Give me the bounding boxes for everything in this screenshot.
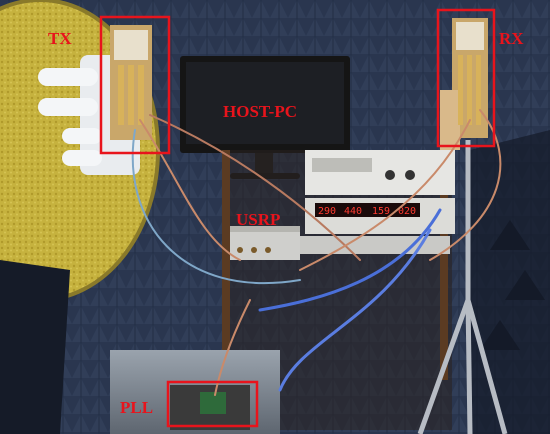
psu-readout-4: 020 xyxy=(398,206,416,217)
tx-label: TX xyxy=(48,29,72,48)
right-absorber-wall xyxy=(470,130,550,434)
pll-label: PLL xyxy=(120,398,154,417)
power-supply-display: 290 440 159 020 xyxy=(305,198,455,234)
rx-antenna-board xyxy=(440,18,488,150)
psu-readout-1: 290 xyxy=(318,206,336,217)
tripod xyxy=(417,140,508,434)
psu-readout-3: 159 xyxy=(372,206,390,217)
tx-highlight-box xyxy=(99,15,171,155)
rx-highlight-box xyxy=(436,8,496,148)
host-pc-label: HOST-PC xyxy=(223,102,298,121)
power-supply-bottom xyxy=(300,236,450,254)
tx-antenna-board xyxy=(110,25,152,140)
floor-area xyxy=(110,350,280,434)
annotation-boxes xyxy=(99,8,496,428)
rx-label: RX xyxy=(499,29,524,48)
power-supply-top xyxy=(305,150,455,195)
usrp-device xyxy=(230,226,300,260)
usrp-label: USRP xyxy=(236,210,281,229)
rf-cables xyxy=(131,109,502,396)
pll-highlight-box xyxy=(166,380,259,428)
psu-readout-2: 440 xyxy=(344,206,362,217)
